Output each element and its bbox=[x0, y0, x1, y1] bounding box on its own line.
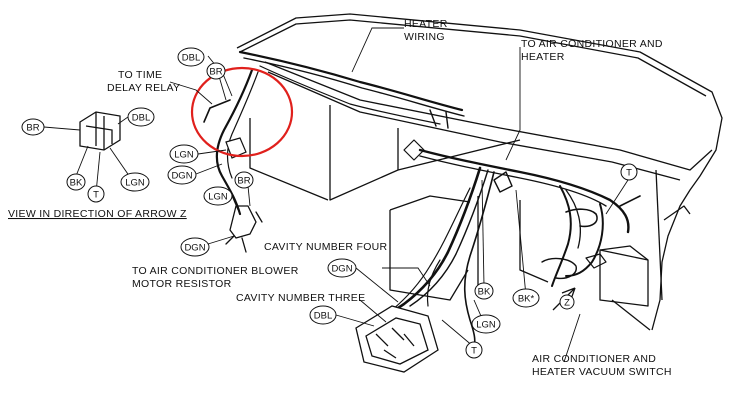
svg-text:Z: Z bbox=[564, 298, 570, 309]
tag-dgn-cavity: DGN bbox=[327, 258, 357, 278]
tag-bk-view: BK bbox=[66, 173, 86, 191]
label-time-delay-1: TO TIME bbox=[118, 69, 162, 81]
svg-text:DGN: DGN bbox=[331, 264, 352, 275]
highlight-circle bbox=[190, 66, 294, 158]
tag-lgn-center: LGN bbox=[471, 314, 501, 334]
tag-dbl-view: DBL bbox=[127, 107, 155, 127]
tag-t-right: T bbox=[620, 163, 638, 181]
tag-dbl-top: DBL bbox=[177, 47, 205, 67]
label-time-delay-2: DELAY RELAY bbox=[107, 82, 180, 94]
svg-text:LGN: LGN bbox=[208, 192, 228, 203]
svg-text:DBL: DBL bbox=[182, 53, 200, 64]
label-blower-2: MOTOR RESISTOR bbox=[132, 278, 232, 290]
tag-t-view: T bbox=[87, 185, 105, 203]
label-to-ac-heater-2: HEATER bbox=[521, 51, 565, 63]
svg-text:T: T bbox=[626, 168, 632, 179]
svg-text:DGN: DGN bbox=[171, 171, 192, 182]
svg-text:T: T bbox=[471, 346, 477, 357]
svg-text:LGN: LGN bbox=[174, 150, 194, 161]
svg-text:BR: BR bbox=[209, 67, 222, 78]
tag-bk-center: BK bbox=[474, 282, 494, 300]
label-view-arrow-z: VIEW IN DIRECTION OF ARROW Z bbox=[8, 208, 187, 220]
view-z-connector bbox=[79, 111, 121, 151]
label-vacuum-switch-1: AIR CONDITIONER AND bbox=[532, 353, 656, 365]
svg-text:BR: BR bbox=[26, 123, 39, 134]
svg-text:DBL: DBL bbox=[132, 113, 150, 124]
tag-lgn-view: LGN bbox=[120, 172, 150, 192]
tag-dgn-mid: DGN bbox=[180, 237, 210, 257]
svg-text:BK: BK bbox=[478, 287, 491, 298]
tag-bk-star: BK* bbox=[512, 288, 540, 308]
svg-text:DBL: DBL bbox=[314, 311, 332, 322]
label-heater-wiring-2: WIRING bbox=[404, 31, 445, 43]
tag-dgn-circle: DGN bbox=[167, 165, 197, 185]
svg-text:DGN: DGN bbox=[184, 243, 205, 254]
cavity-connector bbox=[355, 305, 439, 373]
svg-text:BK: BK bbox=[70, 178, 83, 189]
label-to-ac-heater-1: TO AIR CONDITIONER AND bbox=[521, 38, 663, 50]
wire-harness bbox=[203, 50, 641, 347]
tag-br-mid: BR bbox=[234, 171, 254, 189]
relay-connector bbox=[225, 137, 247, 159]
tag-lgn-circle: LGN bbox=[169, 144, 199, 164]
tag-br-top: BR bbox=[206, 62, 226, 80]
svg-text:LGN: LGN bbox=[476, 320, 496, 331]
svg-text:BK*: BK* bbox=[518, 294, 535, 305]
label-blower-1: TO AIR CONDITIONER BLOWER bbox=[132, 265, 299, 277]
label-cavity-four: CAVITY NUMBER FOUR bbox=[264, 241, 388, 253]
svg-text:BR: BR bbox=[237, 176, 250, 187]
tag-br-view: BR bbox=[21, 118, 45, 136]
tag-t-center: T bbox=[465, 341, 483, 359]
dashboard-outline bbox=[236, 13, 723, 331]
tag-z-arrow: Z bbox=[559, 294, 575, 310]
label-cavity-three: CAVITY NUMBER THREE bbox=[236, 292, 365, 304]
label-heater-wiring-1: HEATER bbox=[404, 18, 448, 30]
label-vacuum-switch-2: HEATER VACUUM SWITCH bbox=[532, 366, 672, 378]
tag-dbl-cavity: DBL bbox=[309, 305, 337, 325]
tag-lgn-mid: LGN bbox=[203, 186, 233, 206]
svg-text:T: T bbox=[93, 190, 99, 201]
svg-text:LGN: LGN bbox=[125, 178, 145, 189]
